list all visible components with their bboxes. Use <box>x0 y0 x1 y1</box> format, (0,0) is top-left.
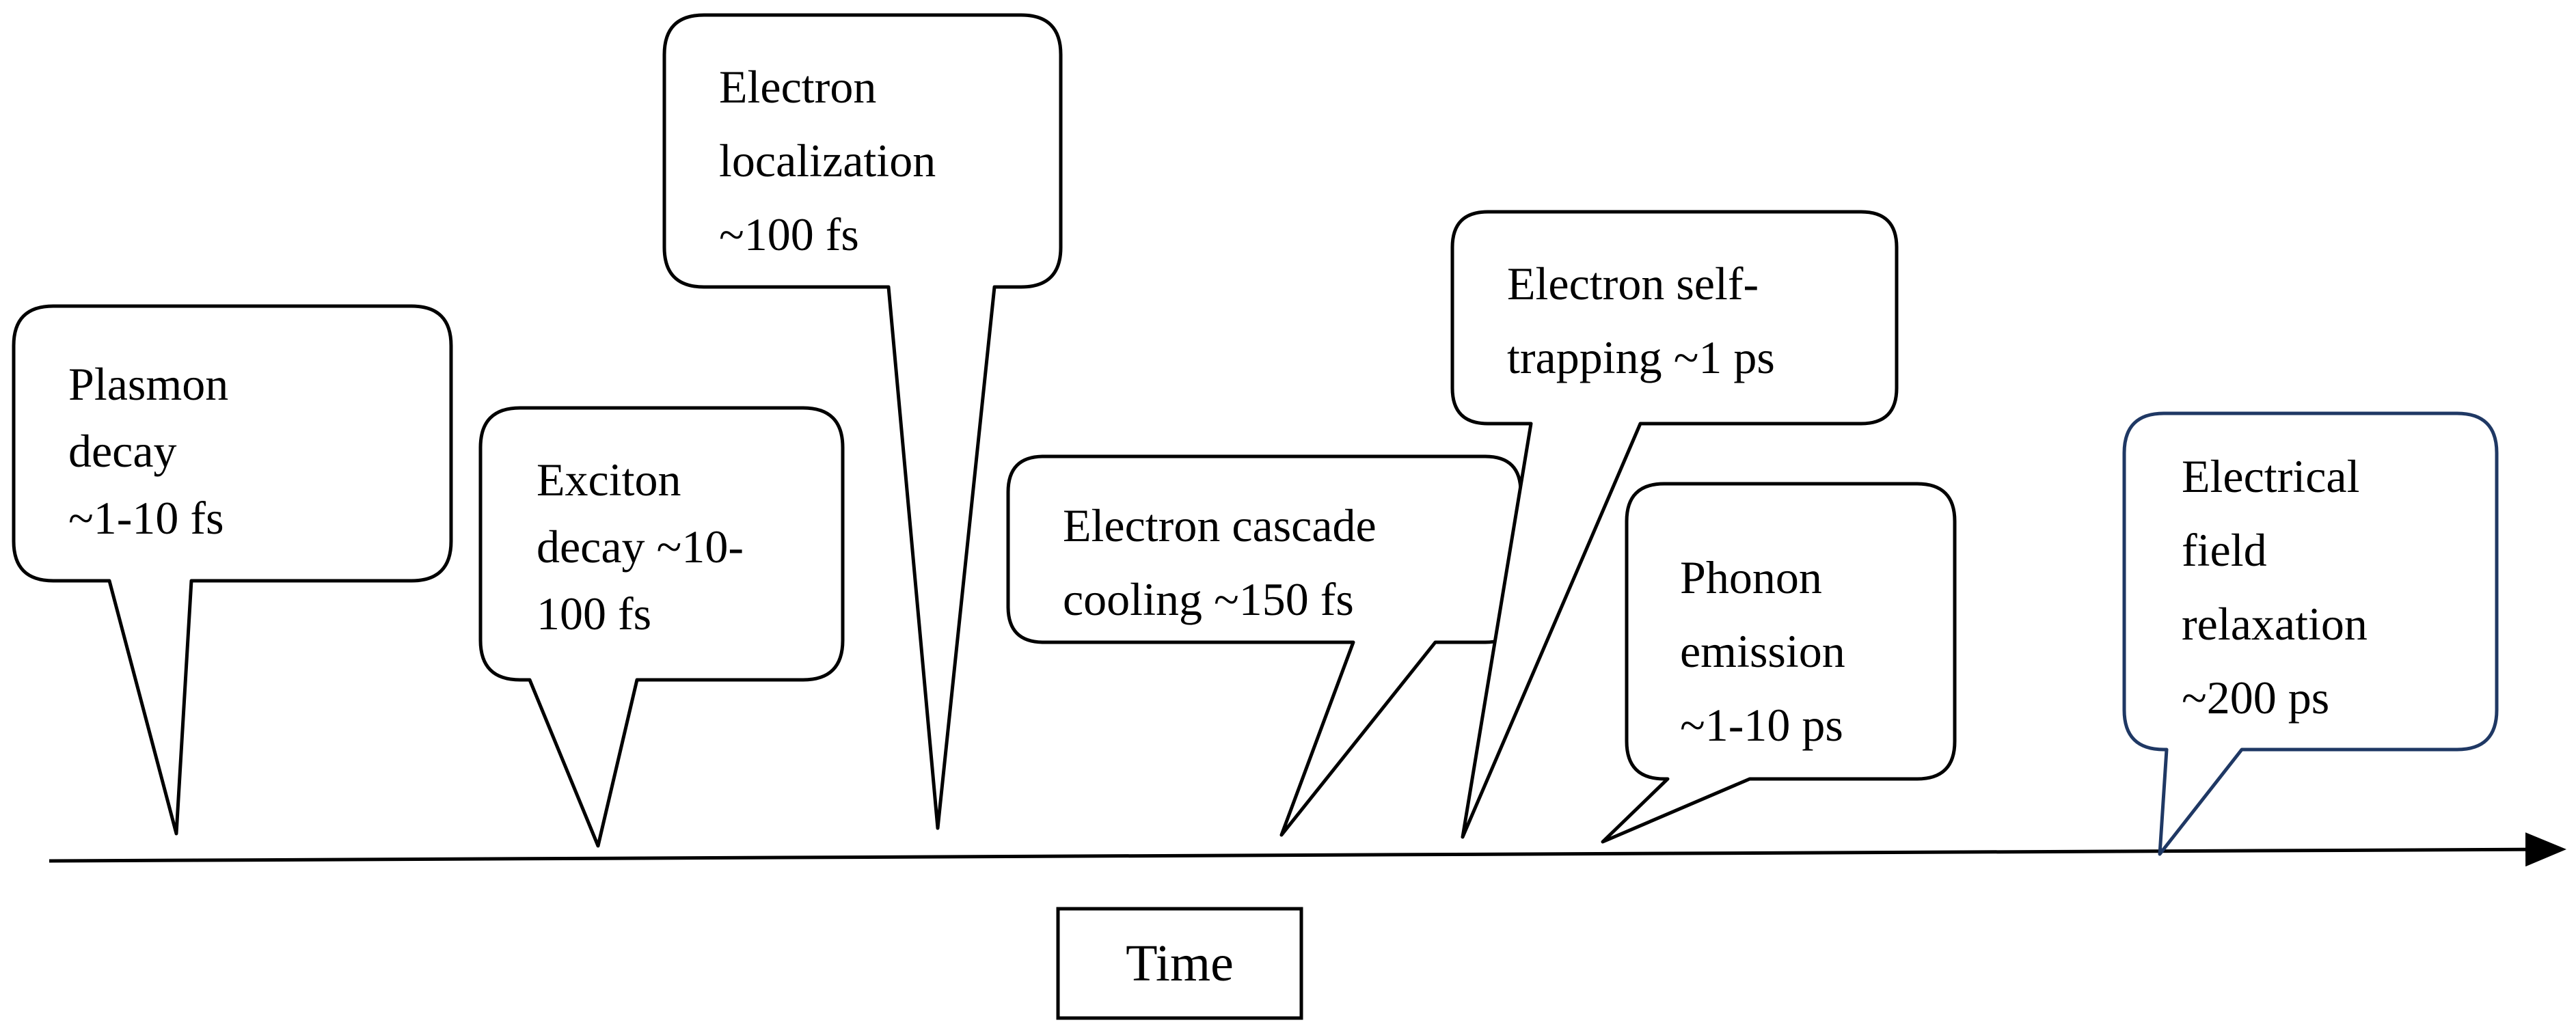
callout-layer: Plasmon decay ~1-10 fs Exciton decay ~10- 100… <box>12 13 2499 856</box>
callout-label-exciton-decay: Exciton decay ~10- 100 fs <box>537 454 744 640</box>
callout-line: decay ~10- <box>537 521 744 573</box>
callout-bubble-electrical-field-relaxation <box>2122 411 2499 856</box>
callout-label-phonon-emission: Phonon emission ~1-10 ps <box>1680 551 1845 751</box>
callout-phonon-emission: Phonon emission ~1-10 ps <box>1601 482 1957 844</box>
callout-line: emission <box>1680 625 1845 677</box>
time-axis-arrow <box>49 832 2566 867</box>
callout-line: cooling ~150 fs <box>1063 573 1354 625</box>
callout-bubble-phonon-emission <box>1601 482 1957 844</box>
callout-electron-localization: Electron localization ~100 fs <box>662 13 1063 830</box>
time-label: Time <box>1126 935 1234 992</box>
callout-line: Electrical <box>2182 450 2359 502</box>
callout-label-electron-cascade-cooling: Electron cascade cooling ~150 fs <box>1063 499 1377 625</box>
callout-bubble-exciton-decay <box>478 406 845 848</box>
callout-electrical-field-relaxation: Electrical field relaxation ~200 ps <box>2122 411 2499 856</box>
callout-label-electron-self-trapping: Electron self-trapping ~1 ps <box>1507 258 1775 383</box>
callout-line: trapping ~1 ps <box>1507 331 1775 383</box>
callout-electron-self-trapping: Electron self-trapping ~1 ps <box>1450 210 1899 839</box>
callout-bubble-electron-cascade-cooling <box>1006 454 1523 837</box>
callout-line: ~200 ps <box>2182 672 2329 724</box>
callout-label-electron-localization: Electron localization ~100 fs <box>719 61 936 260</box>
callout-exciton-decay: Exciton decay ~10- 100 fs <box>478 406 845 848</box>
callout-label-electrical-field-relaxation: Electrical field relaxation ~200 ps <box>2182 450 2368 724</box>
callout-line: decay <box>68 425 177 477</box>
callout-bubble-electron-self-trapping <box>1450 210 1899 839</box>
callout-electron-cascade-cooling: Electron cascade cooling ~150 fs <box>1006 454 1523 837</box>
callout-line: ~1-10 fs <box>68 492 224 544</box>
callout-line: localization <box>719 135 936 187</box>
callout-line: Electron self- <box>1507 258 1759 310</box>
callout-line: Electron <box>719 61 876 113</box>
time-label-box <box>1056 907 1303 1020</box>
callout-label-plasmon-decay: Plasmon decay ~1-10 fs <box>68 358 228 544</box>
callout-line: Electron cascade <box>1063 499 1377 551</box>
callout-line: Phonon <box>1680 551 1822 603</box>
callout-line: relaxation <box>2182 598 2368 650</box>
callout-bubble-electron-localization <box>662 13 1063 830</box>
callout-line: field <box>2182 524 2267 576</box>
callout-line: Plasmon <box>68 358 228 410</box>
callout-line: Exciton <box>537 454 681 506</box>
callout-line: 100 fs <box>537 588 651 640</box>
callout-line: ~1-10 ps <box>1680 699 1843 751</box>
callout-line: ~100 fs <box>719 208 859 260</box>
callout-plasmon-decay: Plasmon decay ~1-10 fs <box>12 304 453 836</box>
callout-bubble-plasmon-decay <box>12 304 453 836</box>
